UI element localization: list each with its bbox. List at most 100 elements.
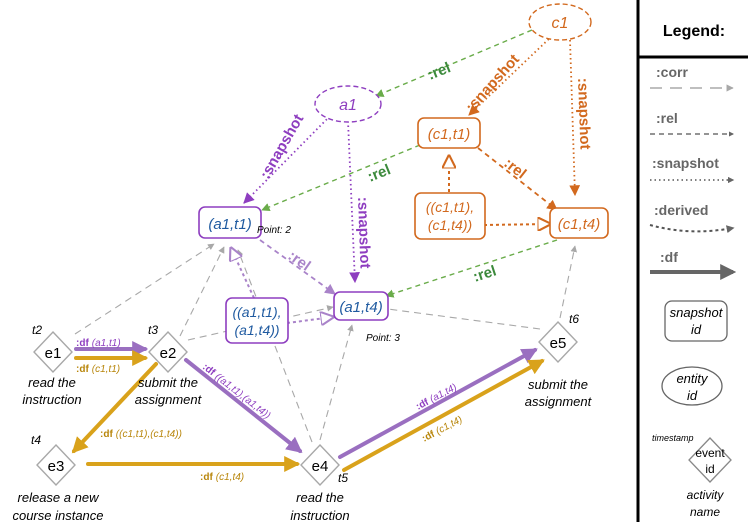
svg-text:release a new: release a new <box>18 490 101 505</box>
corr-edge-e4-a1t4 <box>319 324 354 441</box>
legend-event-node <box>688 437 732 483</box>
rel-edge-c1t1-c1t4 <box>477 147 558 211</box>
event-node-e3: e3 t4 release a new course instance <box>12 433 103 523</box>
corr-edge-e4-a1t1 <box>237 249 313 443</box>
legend-derived-line <box>649 224 735 234</box>
rel-edge-a1t1-a1t4 <box>259 239 336 295</box>
point-label-a1t1: Point: 2 <box>257 225 291 236</box>
df-edge-e4-e5-a <box>338 348 538 459</box>
df-edges <box>71 341 545 472</box>
legend-title: Legend: <box>663 23 725 40</box>
svg-text:assignment: assignment <box>525 394 593 409</box>
df-label-e4-e5-c: :df(c1,t4) <box>420 414 464 444</box>
corr-edge-e5-a1t4 <box>379 305 541 330</box>
snapshot-edges <box>243 35 581 284</box>
svg-text:read the: read the <box>28 375 76 390</box>
svg-text:name: name <box>690 505 720 519</box>
rel-label-c1t1-c1t4: :rel <box>501 155 530 183</box>
rel-label-c1t1-a1t1: :rel <box>365 161 393 186</box>
legend-snapshot-label: :snapshot <box>652 155 719 171</box>
rel-label-c1t4-a1t4: :rel <box>471 262 498 285</box>
svg-text:read the: read the <box>296 490 344 505</box>
derived-edge-a-a1t1 <box>231 248 255 299</box>
svg-text:e5: e5 <box>550 335 567 352</box>
svg-text:(a1,t4): (a1,t4) <box>339 299 382 316</box>
entity-c1-label: c1 <box>552 15 569 32</box>
svg-text:e4: e4 <box>312 458 329 475</box>
snapshot-label-a1-a1t4: :snapshot <box>354 197 373 269</box>
df-label-e2-e4: :df((a1,t1),(a1,t4)) <box>200 362 272 422</box>
legend-corr-label: :corr <box>656 64 688 80</box>
svg-text:assignment: assignment <box>135 392 203 407</box>
snapshot-label-c1-c1t4: :snapshot <box>574 78 593 150</box>
snapshot-edge-c1-c1t4 <box>569 39 581 197</box>
rel-edge-c1t4-a1t4 <box>385 239 558 298</box>
snapshot-label-c1: :snapshot <box>462 51 523 116</box>
event-node-e5: e5 t6 submit the assignment <box>525 312 593 409</box>
derived-a1-line1: ((a1,t1), <box>232 304 281 320</box>
snapshot-node-a1t1: (a1,t1) <box>198 206 262 239</box>
point-label-a1t4: Point: 3 <box>366 333 400 344</box>
svg-text:activity: activity <box>687 488 725 502</box>
corr-edges <box>74 243 578 443</box>
snapshot-edge-c1-c1t1 <box>468 35 553 116</box>
svg-text:e1: e1 <box>45 345 62 362</box>
df-edge-e2-e3 <box>71 362 158 454</box>
derived-node-a1: ((a1,t1), (a1,t4)) <box>225 297 289 344</box>
snapshot-label-a1: :snapshot <box>257 111 308 182</box>
svg-text:id: id <box>705 462 714 476</box>
svg-text:t6: t6 <box>569 312 579 326</box>
event-node-e2: e2 t3 submit the assignment <box>135 323 203 407</box>
corr-edge-e5-c1t4 <box>559 245 578 319</box>
derived-c1-line2: (c1,t4)) <box>428 217 472 233</box>
derived-c1-line1: ((c1,t1), <box>426 199 474 215</box>
svg-text:t5: t5 <box>338 471 348 485</box>
legend-derived-label: :derived <box>654 202 708 218</box>
snapshot-node-c1t1: (c1,t1) <box>417 117 481 149</box>
svg-text:e2: e2 <box>160 345 177 362</box>
df-edge-e4-e5-c <box>342 359 545 472</box>
svg-text:entity: entity <box>676 371 709 386</box>
svg-text:id: id <box>687 388 698 403</box>
corr-edge-e2-a1t1 <box>179 246 225 337</box>
rel-label-c1-a1: :rel <box>425 59 453 84</box>
svg-text:(a1,t1): (a1,t1) <box>208 216 251 233</box>
legend-timestamp: timestamp <box>652 433 694 443</box>
svg-text:t4: t4 <box>31 433 41 447</box>
svg-text:instruction: instruction <box>22 392 81 407</box>
svg-text:submit the: submit the <box>528 377 588 392</box>
df-label-e2-e3: :df((c1,t1),(c1,t4)) <box>100 429 182 440</box>
svg-text:snapshot: snapshot <box>670 305 724 320</box>
corr-edge-e1-a1t1 <box>74 243 215 335</box>
snapshot-node-a1t4: (a1,t4) <box>333 291 389 321</box>
derived-edge-c-c1t4 <box>483 224 550 225</box>
entity-node-c1: c1 <box>528 3 592 41</box>
svg-text:e3: e3 <box>48 458 65 475</box>
svg-text:course instance: course instance <box>12 508 103 523</box>
derived-node-c1: ((c1,t1), (c1,t4)) <box>414 192 486 240</box>
svg-text:event: event <box>695 446 725 460</box>
derived-edge-a-a1t4 <box>286 317 333 323</box>
edge-labels: :rel :rel :rel :rel :rel :snapshot :snap… <box>257 51 594 286</box>
svg-text:id: id <box>691 322 702 337</box>
entity-a1-label: a1 <box>339 97 357 114</box>
entity-node-a1: a1 <box>314 85 382 123</box>
svg-text:t3: t3 <box>148 323 158 337</box>
derived-a1-line2: (a1,t4)) <box>234 322 279 338</box>
event-node-e4: e4 t5 read the instruction <box>290 443 350 523</box>
svg-text:(c1,t4): (c1,t4) <box>558 216 601 233</box>
svg-text:t2: t2 <box>32 323 42 337</box>
snapshot-node-c1t4: (c1,t4) <box>549 207 609 239</box>
legend-entity-node <box>661 366 723 406</box>
rel-label-a1t1-a1t4: :rel <box>285 247 314 274</box>
rel-edges <box>261 29 558 298</box>
snapshot-edge-a1-a1t4 <box>347 120 360 284</box>
legend-rel-label: :rel <box>656 110 678 126</box>
df-label-e3-e4: :df(c1,t4) <box>200 472 244 483</box>
derived-edges <box>231 156 550 323</box>
rel-edge-c1t1-a1t1 <box>261 144 421 212</box>
legend-snapshot-node <box>664 300 728 342</box>
rel-edge-c1-a1 <box>375 29 533 97</box>
svg-text:submit the: submit the <box>138 375 198 390</box>
